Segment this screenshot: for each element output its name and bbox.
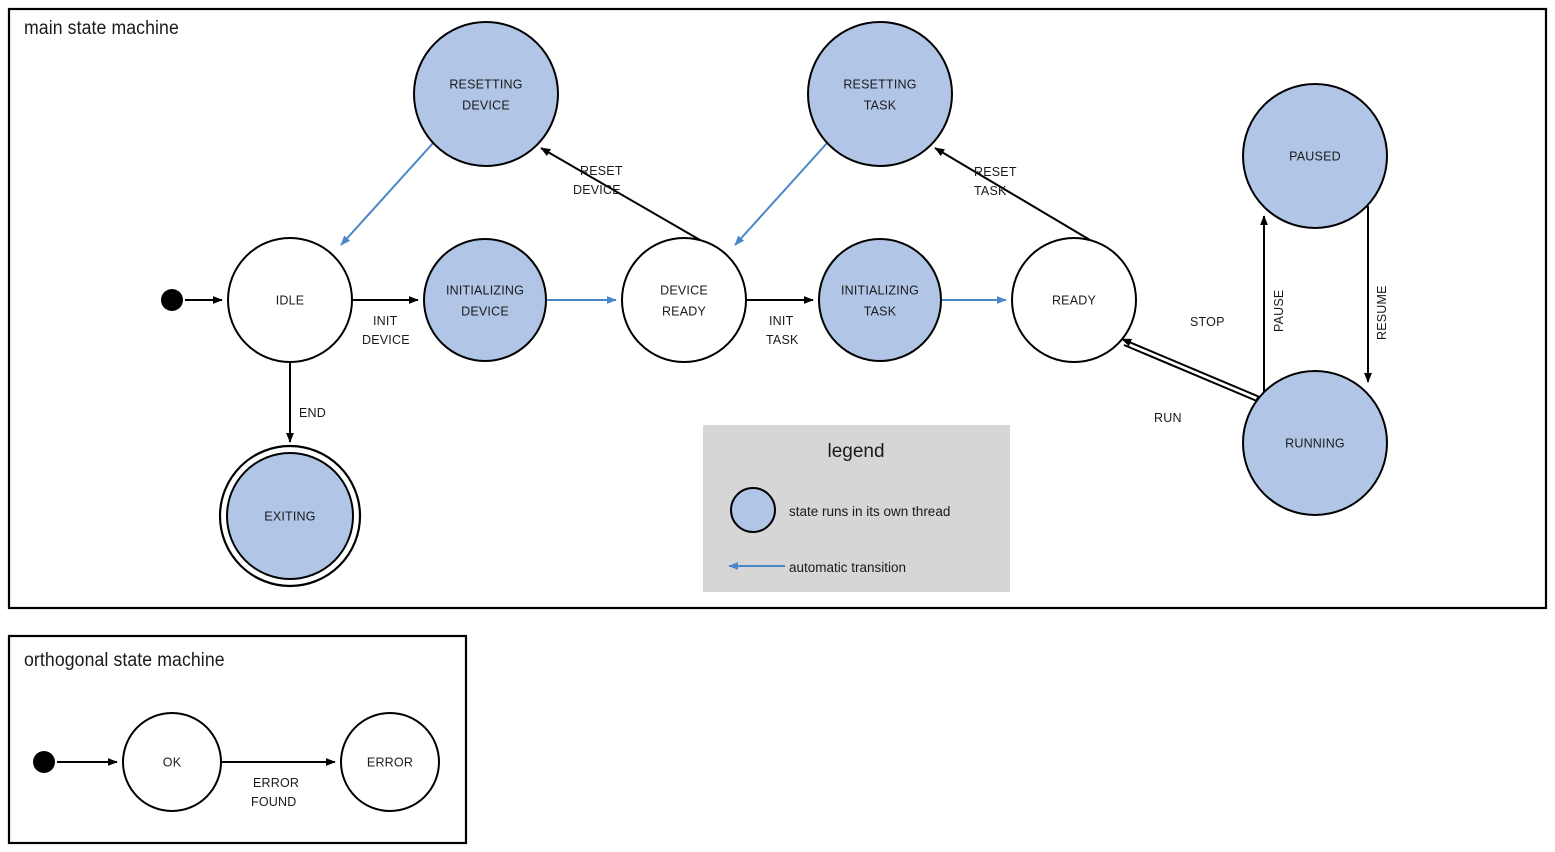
edge-ready-to-running	[1123, 344, 1265, 405]
edge-label-stop: STOP	[1190, 315, 1225, 329]
legend-item-auto-label: automatic transition	[789, 560, 906, 575]
edge-label-init-device-line1: INIT	[373, 314, 398, 328]
state-label-resetting-device-line2: DEVICE	[462, 98, 510, 112]
initial-state-marker-orthogonal	[33, 751, 55, 773]
state-label-initializing-task-line2: TASK	[864, 304, 897, 318]
edge-resetting-task-to-device-ready	[734, 141, 829, 246]
state-label-paused: PAUSED	[1289, 149, 1341, 163]
edge-label-reset-device-line2: DEVICE	[573, 183, 621, 197]
states-layer: RESETTING DEVICE RESETTING TASK PAUSED I…	[218, 21, 1388, 588]
orthogonal-state-machine-title: orthogonal state machine	[24, 650, 225, 671]
edge-label-init-device-line2: DEVICE	[362, 333, 410, 347]
state-node-device-ready[interactable]: DEVICE READY	[621, 237, 747, 363]
state-node-ok[interactable]: OK	[122, 712, 222, 812]
edge-ready-to-resetting-task	[934, 147, 1091, 241]
edge-running-to-ready	[1121, 338, 1263, 399]
state-label-resetting-task-line1: RESETTING	[843, 77, 916, 91]
state-node-idle[interactable]: IDLE	[227, 237, 353, 363]
state-node-resetting-device[interactable]: RESETTING DEVICE	[413, 21, 559, 167]
state-node-exiting[interactable]: EXITING	[218, 444, 362, 588]
state-node-initializing-task[interactable]: INITIALIZING TASK	[818, 238, 942, 362]
state-label-running: RUNNING	[1285, 436, 1345, 450]
edge-label-resume: RESUME	[1375, 285, 1389, 340]
edge-label-reset-task-line2: TASK	[974, 184, 1007, 198]
state-label-error: ERROR	[367, 755, 413, 769]
edge-label-pause: PAUSE	[1272, 290, 1286, 332]
edge-device-ready-to-resetting-device	[540, 147, 701, 241]
state-node-resetting-task[interactable]: RESETTING TASK	[807, 21, 953, 167]
edge-label-run: RUN	[1154, 411, 1182, 425]
initial-state-marker-main	[161, 289, 183, 311]
edge-resetting-device-to-idle	[340, 141, 435, 246]
state-node-paused[interactable]: PAUSED	[1242, 83, 1388, 229]
state-node-running[interactable]: RUNNING	[1242, 370, 1388, 516]
edge-label-reset-device-line1: RESET	[580, 164, 623, 178]
state-label-initializing-device-line2: DEVICE	[461, 304, 509, 318]
orthogonal-machine: ERROR FOUND OK ERROR	[33, 712, 440, 812]
state-label-device-ready-line2: READY	[662, 304, 707, 318]
state-node-error[interactable]: ERROR	[340, 712, 440, 812]
state-node-ready[interactable]: READY	[1011, 237, 1137, 363]
legend-thread-state-icon	[730, 487, 776, 533]
legend: legend state runs in its own thread auto…	[703, 425, 1010, 592]
state-label-initializing-device-line1: INITIALIZING	[446, 283, 524, 297]
state-label-initializing-task-line1: INITIALIZING	[841, 283, 919, 297]
transitions-layer	[185, 141, 1372, 443]
edge-label-end: END	[299, 406, 326, 420]
state-node-initializing-device[interactable]: INITIALIZING DEVICE	[423, 238, 547, 362]
edge-label-init-task-line2: TASK	[766, 333, 799, 347]
edge-label-init-task-line1: INIT	[769, 314, 794, 328]
edge-label-reset-task-line1: RESET	[974, 165, 1017, 179]
state-label-idle: IDLE	[276, 293, 305, 307]
state-label-ready: READY	[1052, 293, 1097, 307]
state-label-ok: OK	[163, 755, 182, 769]
main-state-machine-frame	[7, 7, 1548, 610]
main-state-machine-title: main state machine	[24, 18, 179, 39]
legend-item-thread-label: state runs in its own thread	[789, 504, 950, 519]
state-label-device-ready-line1: DEVICE	[660, 283, 708, 297]
edge-label-error-found-line2: FOUND	[251, 795, 296, 809]
legend-title: legend	[827, 441, 884, 462]
state-label-resetting-task-line2: TASK	[864, 98, 897, 112]
state-label-exiting: EXITING	[264, 509, 315, 523]
edge-labels-layer: INIT DEVICE RESET DEVICE INIT TASK RESET…	[299, 164, 1389, 425]
edge-label-error-found-line1: ERROR	[253, 776, 299, 790]
orthogonal-state-machine-frame	[7, 634, 468, 845]
state-label-resetting-device-line1: RESETTING	[449, 77, 522, 91]
